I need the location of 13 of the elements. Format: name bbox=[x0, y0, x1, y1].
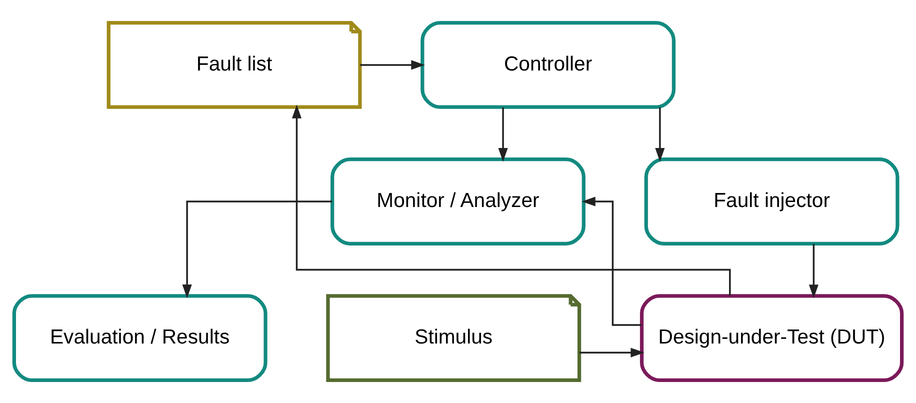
arrow bbox=[292, 104, 731, 296]
node-box: Controller bbox=[420, 21, 676, 109]
arrow bbox=[182, 200, 332, 298]
node-box: Fault injector bbox=[644, 158, 900, 246]
node-box: Evaluation / Results bbox=[12, 294, 268, 382]
arrow bbox=[655, 107, 665, 162]
arrow bbox=[579, 348, 644, 358]
node-box: Design-under-Test (DUT) bbox=[640, 294, 904, 382]
arrow bbox=[582, 196, 642, 326]
arrow bbox=[498, 107, 508, 162]
node-box: Monitor / Analyzer bbox=[330, 158, 586, 246]
arrow bbox=[808, 244, 818, 298]
arrow bbox=[360, 60, 425, 70]
